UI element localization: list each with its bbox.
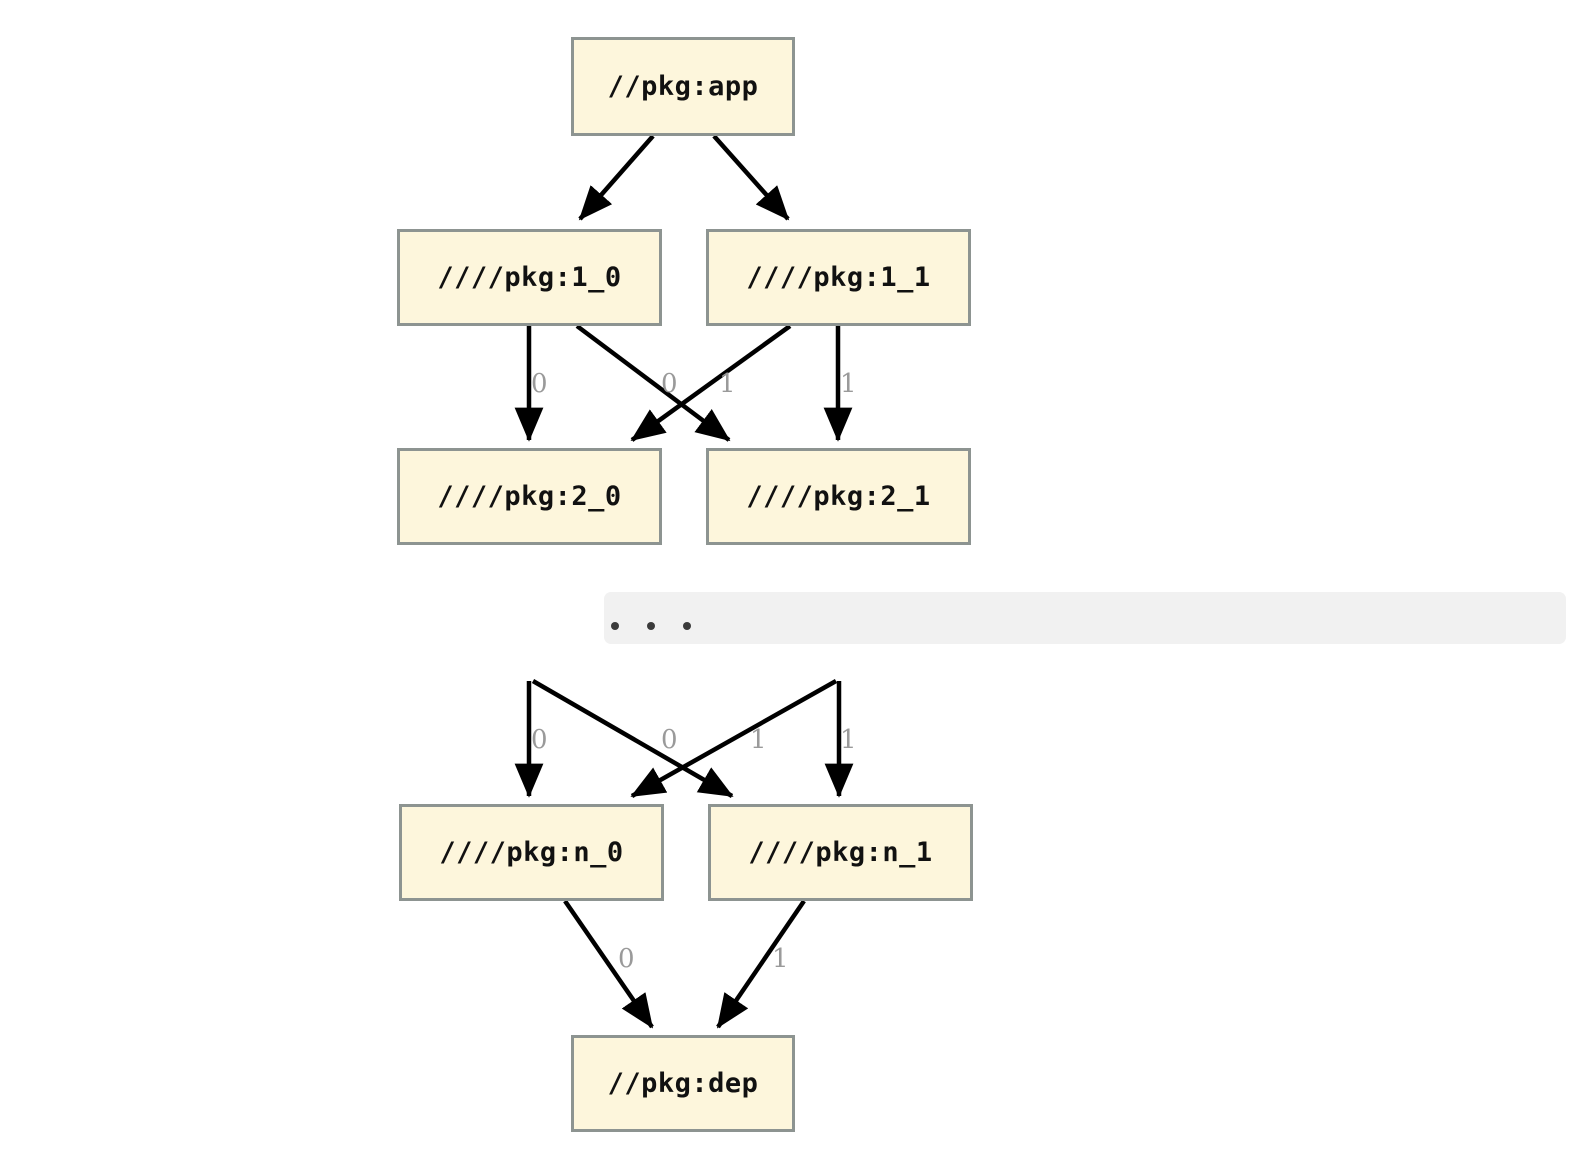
edge-n_1-to-dep xyxy=(716,899,806,1029)
edge-label-elided-to-n_1: 1 xyxy=(840,725,857,755)
edge-label-1_1-to-2_0: 1 xyxy=(719,369,736,399)
edge-1_1-to-2_0 xyxy=(630,324,792,442)
ellipsis-dot-2 xyxy=(647,622,655,630)
node-pkg-2_1[interactable]: ////pkg:2_1 xyxy=(706,448,971,545)
node-pkg-1_0[interactable]: ////pkg:1_0 xyxy=(397,229,662,326)
edge-label-elided-to-n_0-cross: 1 xyxy=(750,725,767,755)
ellipsis-dot-3 xyxy=(683,622,691,630)
edge-app-to-1_0 xyxy=(578,134,655,221)
edge-label-elided-to-n_1-cross: 0 xyxy=(661,725,678,755)
node-pkg-app[interactable]: //pkg:app xyxy=(571,37,795,136)
edge-label-1_0-to-2_0: 0 xyxy=(531,369,548,399)
node-pkg-1_1[interactable]: ////pkg:1_1 xyxy=(706,229,971,326)
edge-n_0-to-dep xyxy=(563,899,654,1029)
edge-label-1_0-to-2_1: 0 xyxy=(661,369,678,399)
node-label: ////pkg:2_1 xyxy=(746,481,931,512)
edge-app-to-1_1 xyxy=(712,134,790,221)
node-label: ////pkg:n_1 xyxy=(748,837,933,868)
ellipsis-dot-1 xyxy=(611,622,619,630)
elided-rows-band xyxy=(604,592,1566,644)
edge-elided-to-n_0-cross xyxy=(630,679,838,798)
node-pkg-n_0[interactable]: ////pkg:n_0 xyxy=(399,804,664,901)
edge-label-n_0-to-dep: 0 xyxy=(618,944,635,974)
edge-1_0-to-2_1 xyxy=(575,324,731,442)
node-label: ////pkg:1_0 xyxy=(437,262,622,293)
node-pkg-dep[interactable]: //pkg:dep xyxy=(571,1035,795,1132)
node-label: ////pkg:2_0 xyxy=(437,481,622,512)
edge-label-n_1-to-dep: 1 xyxy=(772,944,789,974)
ellipsis-icon xyxy=(611,622,691,630)
edge-elided-to-n_1-cross xyxy=(531,679,734,798)
node-pkg-2_0[interactable]: ////pkg:2_0 xyxy=(397,448,662,545)
node-label: //pkg:app xyxy=(607,71,759,102)
edge-label-1_1-to-2_1: 1 xyxy=(840,369,857,399)
node-label: ////pkg:1_1 xyxy=(746,262,931,293)
node-label: //pkg:dep xyxy=(607,1068,759,1099)
node-label: ////pkg:n_0 xyxy=(439,837,624,868)
edge-label-elided-to-n_0: 0 xyxy=(531,725,548,755)
node-pkg-n_1[interactable]: ////pkg:n_1 xyxy=(708,804,973,901)
